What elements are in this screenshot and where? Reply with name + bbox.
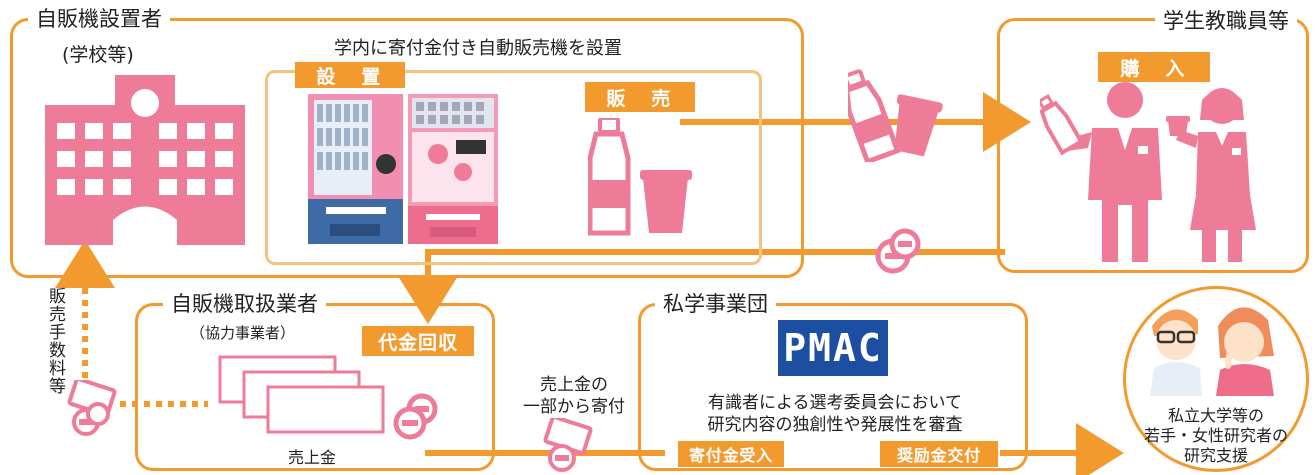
operator-subtitle: （協力事業者） [190, 324, 296, 342]
donation-label-line1: 売上金の [540, 375, 608, 395]
coins-icon-top [875, 228, 921, 274]
donation-label-line2: 一部から寄付 [523, 397, 625, 417]
vending-machine-image-1 [308, 94, 403, 244]
vending-machine-image-2 [408, 94, 498, 244]
collection-badge: 代金回収 [362, 326, 474, 356]
support-line3: 研究支援 [1183, 446, 1248, 465]
pmac-logo: PMAC [778, 320, 888, 376]
operator-title: 自販機取扱業者 [163, 291, 326, 317]
research-support-circle [1123, 286, 1309, 472]
foundation-text-line2: 研究内容の独創性や発展性を審査 [707, 415, 963, 435]
student-staff-icon [1040, 82, 1256, 262]
commission-label: 販売手数料等 [45, 287, 65, 395]
bottle-and-cup-icon [588, 118, 692, 236]
support-line1: 私立大学等の [1167, 406, 1264, 425]
buyers-title: 学生教職員等 [1155, 8, 1297, 34]
foundation-text-line1: 有識者による選考委員会において [708, 393, 962, 413]
school-building-icon [45, 75, 245, 245]
grant-badge: 奨励金交付 [880, 441, 998, 467]
receive-badge: 寄付金受入 [678, 441, 784, 467]
researchers-icon [1150, 307, 1274, 396]
install-badge: 設 置 [295, 62, 405, 88]
installer-title: 自販機設置者 [28, 6, 170, 32]
installer-frame [10, 18, 804, 278]
sales-badge: 販 売 [585, 82, 695, 112]
flying-bottle-and-cup-icon [848, 69, 943, 162]
payment-line [398, 249, 1005, 324]
purchase-badge: 購 入 [1098, 52, 1210, 82]
support-line2: 若手・女性研究者の [1143, 426, 1288, 445]
foundation-frame [638, 303, 1028, 471]
money-coins-icon-donation [543, 418, 593, 472]
coins-icon-operator [393, 393, 438, 440]
money-coins-icon-commission [67, 380, 117, 436]
installer-subtitle: (学校等) [62, 44, 134, 66]
foundation-title: 私学事業団 [655, 291, 776, 317]
buyers-frame [997, 18, 1309, 273]
sales-cards-icon [218, 355, 385, 434]
install-caption: 学内に寄付金付き自動販売機を設置 [334, 38, 622, 59]
install-inner-frame [265, 70, 762, 265]
sales-label: 売上金 [288, 448, 337, 467]
